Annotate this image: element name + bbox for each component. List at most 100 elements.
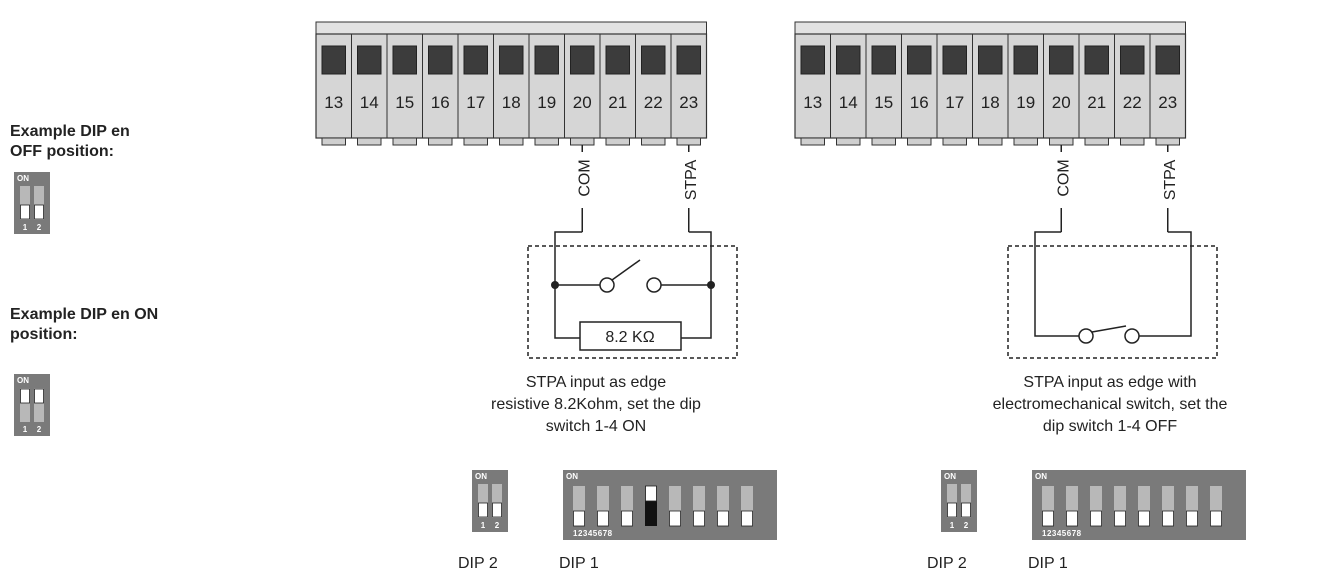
screw-window [534, 45, 559, 75]
terminal-19: 19 [1007, 34, 1038, 146]
caption-line-1: STPA input as edge with [1023, 374, 1196, 391]
dip2-name: DIP 2 [458, 555, 498, 572]
terminal-tab [1120, 137, 1145, 146]
screw-window [871, 45, 896, 75]
terminal-tab [357, 137, 382, 146]
dip-number: 1 [23, 223, 28, 232]
dip-switch-8 [741, 486, 753, 527]
dip-switch-1 [573, 486, 585, 527]
terminal-tab [978, 137, 1003, 146]
dip-knob [717, 510, 729, 527]
terminal-tab [1084, 137, 1109, 146]
caption-line-2: resistive 8.2Kohm, set the dip [491, 396, 701, 413]
stpa-label: STPA [683, 159, 700, 200]
dip-knob [1066, 510, 1078, 527]
switch-contact [646, 277, 662, 293]
dip-switch-1: 1 [478, 484, 488, 530]
terminal-tab [1049, 137, 1074, 146]
dip-switch-7 [1186, 486, 1198, 527]
caption-line-3: switch 1-4 ON [546, 418, 646, 435]
terminal-tab [676, 137, 701, 146]
terminal-number: 22 [644, 93, 663, 112]
dip-number: 1 [481, 521, 486, 530]
terminal-tab [942, 137, 967, 146]
switch-lever [1091, 325, 1127, 333]
terminal-tab [871, 137, 896, 146]
terminal-21: 21 [1078, 34, 1109, 146]
dip-knob [669, 510, 681, 527]
dip1-name: DIP 1 [1028, 555, 1068, 572]
terminal-tab [605, 137, 630, 146]
dip-number: 2 [37, 223, 42, 232]
terminal-top [794, 21, 1186, 35]
screw-window [800, 45, 825, 75]
screw-window [978, 45, 1003, 75]
terminal-number: 21 [1087, 93, 1106, 112]
screw-window [428, 45, 453, 75]
right-rail [1139, 231, 1192, 337]
edge-device-box [1007, 245, 1218, 359]
terminal-number: 19 [537, 93, 556, 112]
terminal-number: 16 [910, 93, 929, 112]
terminal-23: 23 [1149, 34, 1180, 146]
dip-on-label: ON [566, 472, 578, 481]
dip-slot [961, 484, 971, 518]
terminal-number: 20 [1052, 93, 1071, 112]
off-caption-line-1: Example DIP en [10, 123, 130, 140]
screw-window [570, 45, 595, 75]
dip-knob [1162, 510, 1174, 527]
terminal-number: 19 [1016, 93, 1035, 112]
terminal-18: 18 [493, 34, 524, 146]
terminal-tab [1013, 137, 1038, 146]
resistor-label: 8.2 KΩ [605, 329, 654, 346]
screw-window [392, 45, 417, 75]
dip-switch-1: 1 [947, 484, 957, 530]
terminal-number: 14 [360, 93, 379, 112]
dip-knob [34, 204, 44, 220]
screw-window [641, 45, 666, 75]
terminal-number: 18 [981, 93, 1000, 112]
dip-on-label: ON [17, 174, 29, 183]
terminal-number: 22 [1123, 93, 1142, 112]
dip-switch-2: 2 [34, 186, 44, 232]
dip-switch-7 [717, 486, 729, 527]
terminal-tab [570, 137, 595, 146]
dip-switch-2: 2 [34, 388, 44, 434]
dip-switch-5 [1138, 486, 1150, 527]
caption-line-3: dip switch 1-4 OFF [1043, 418, 1177, 435]
dip-number: 2 [964, 521, 969, 530]
dip-knob [20, 388, 30, 404]
terminal-number: 23 [1158, 93, 1177, 112]
screw-window [836, 45, 861, 75]
terminal-number: 14 [839, 93, 858, 112]
dip-knob [1090, 510, 1102, 527]
on-caption-line-1: Example DIP en ON [10, 306, 159, 323]
dip-slot [478, 484, 488, 518]
dip-knob [34, 388, 44, 404]
dip-switch-2: 2 [492, 484, 502, 530]
screw-window [1049, 45, 1074, 75]
terminal-tab [392, 137, 417, 146]
terminal-tab [907, 137, 932, 146]
terminal-tab [800, 137, 825, 146]
dip-switch-6 [1162, 486, 1174, 527]
resistor [579, 321, 682, 351]
terminal-22: 22 [635, 34, 666, 146]
dip-knob [1138, 510, 1150, 527]
dip-knob [961, 502, 971, 518]
dip-knob [1186, 510, 1198, 527]
terminal-number: 18 [502, 93, 521, 112]
terminal-15: 15 [386, 34, 417, 146]
dip-knob [492, 502, 502, 518]
switch-contact [1078, 328, 1094, 344]
terminal-tab [1155, 137, 1180, 146]
off-example-caption: Example DIP en OFF position: [10, 122, 130, 162]
terminal-tab [534, 137, 559, 146]
dip-knob [645, 485, 657, 502]
